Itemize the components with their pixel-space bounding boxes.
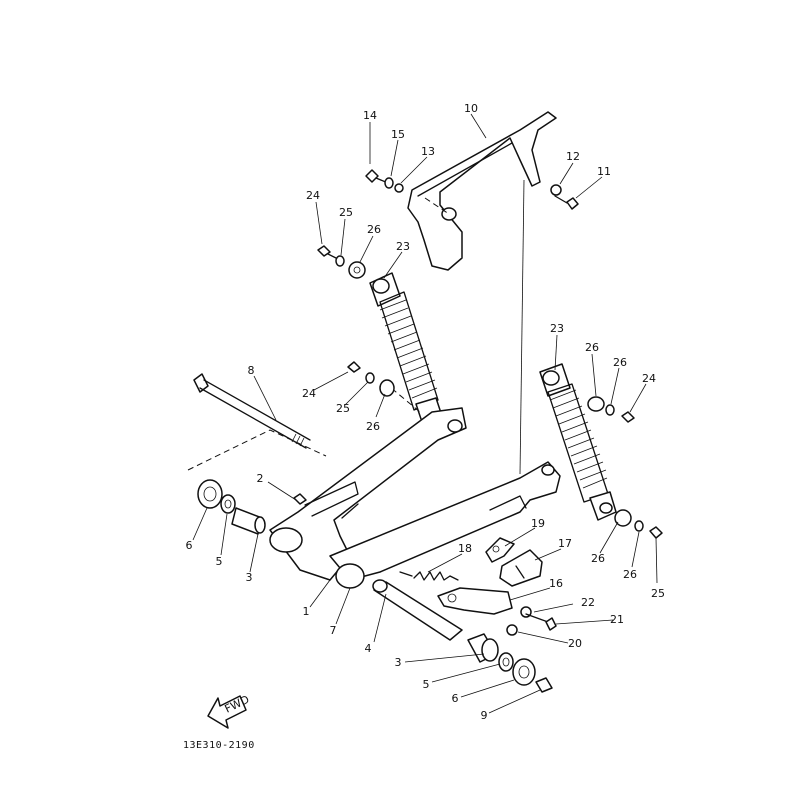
callout-14: 14: [363, 109, 377, 122]
callout-6-lower: 6: [452, 692, 459, 705]
callout-3-upper: 3: [246, 571, 253, 584]
callout-26-top: 26: [367, 223, 381, 236]
washer-15: [384, 177, 394, 189]
callout-24-middle: 24: [302, 387, 316, 400]
washer-12: [550, 184, 562, 196]
callout-26-bottom: 26: [591, 552, 605, 565]
callout-25-middle: 25: [336, 402, 350, 415]
bolt-11: [554, 195, 579, 210]
callout-2: 2: [257, 472, 264, 485]
bracket-19: [485, 537, 515, 563]
bushing-stack-lower: [467, 633, 553, 693]
callout-12: 12: [566, 150, 580, 163]
callout-7: 7: [330, 624, 337, 637]
nut-20: [506, 624, 518, 636]
callout-11: 11: [597, 165, 611, 178]
callout-24-bottom: 25: [651, 587, 665, 600]
callout-25-top: 25: [339, 206, 353, 219]
callout-6-upper: 6: [186, 539, 193, 552]
shock-right-bottom-hardware: [614, 509, 663, 539]
rear-shock-left: [369, 272, 443, 423]
callout-labels: 1 2 3 3 4 5 5 6 6 7 8 9 10 11 12 13 14 1…: [186, 102, 666, 722]
callout-26-right: 26: [585, 341, 599, 354]
callout-5-lower: 5: [423, 678, 430, 691]
shock-right-top-hardware: [587, 396, 635, 423]
callout-20: 20: [568, 637, 582, 650]
bushing-stack-left: [197, 479, 307, 535]
callout-3-lower: 3: [395, 656, 402, 669]
callout-9: 9: [481, 709, 488, 722]
callout-24-top: 24: [306, 189, 320, 202]
leader-lines: [192, 113, 658, 714]
callout-5-upper: 5: [216, 555, 223, 568]
plate-16: [437, 587, 513, 615]
rear-shock-right: [539, 363, 617, 521]
callout-25-right: 26: [613, 356, 627, 369]
callout-10: 10: [464, 102, 478, 115]
shock-left-top-hardware: [317, 245, 366, 279]
callout-8: 8: [248, 364, 255, 377]
callout-24-right: 24: [642, 372, 656, 385]
callout-17: 17: [558, 537, 572, 550]
pivot-shaft: [187, 373, 327, 471]
callout-19: 19: [531, 517, 545, 530]
callout-23-right: 23: [550, 322, 564, 335]
callout-26-middle: 26: [366, 420, 380, 433]
alignment-line: [519, 179, 525, 475]
callout-4: 4: [365, 642, 372, 655]
diagram-code: 13E310-2190: [183, 740, 255, 751]
chain-guard: [407, 111, 557, 271]
spring-18: [399, 571, 459, 581]
collar-4: [372, 579, 463, 641]
callout-22: 22: [581, 596, 595, 609]
callout-23-left: 23: [396, 240, 410, 253]
shock-left-bottom-hardware: [347, 361, 395, 397]
callout-18: 18: [458, 542, 472, 555]
damper-17: [499, 549, 543, 587]
callout-1: 1: [303, 605, 310, 618]
fwd-arrow-icon: FWD: [207, 693, 251, 729]
bolt-21: [525, 613, 557, 631]
callout-25-bottom: 26: [623, 568, 637, 581]
callout-15: 15: [391, 128, 405, 141]
callout-16: 16: [549, 577, 563, 590]
collar-13: [394, 183, 404, 193]
callout-13: 13: [421, 145, 435, 158]
fastener-14: [365, 169, 389, 184]
callout-21: 21: [610, 613, 624, 626]
swing-arm: [269, 407, 561, 589]
